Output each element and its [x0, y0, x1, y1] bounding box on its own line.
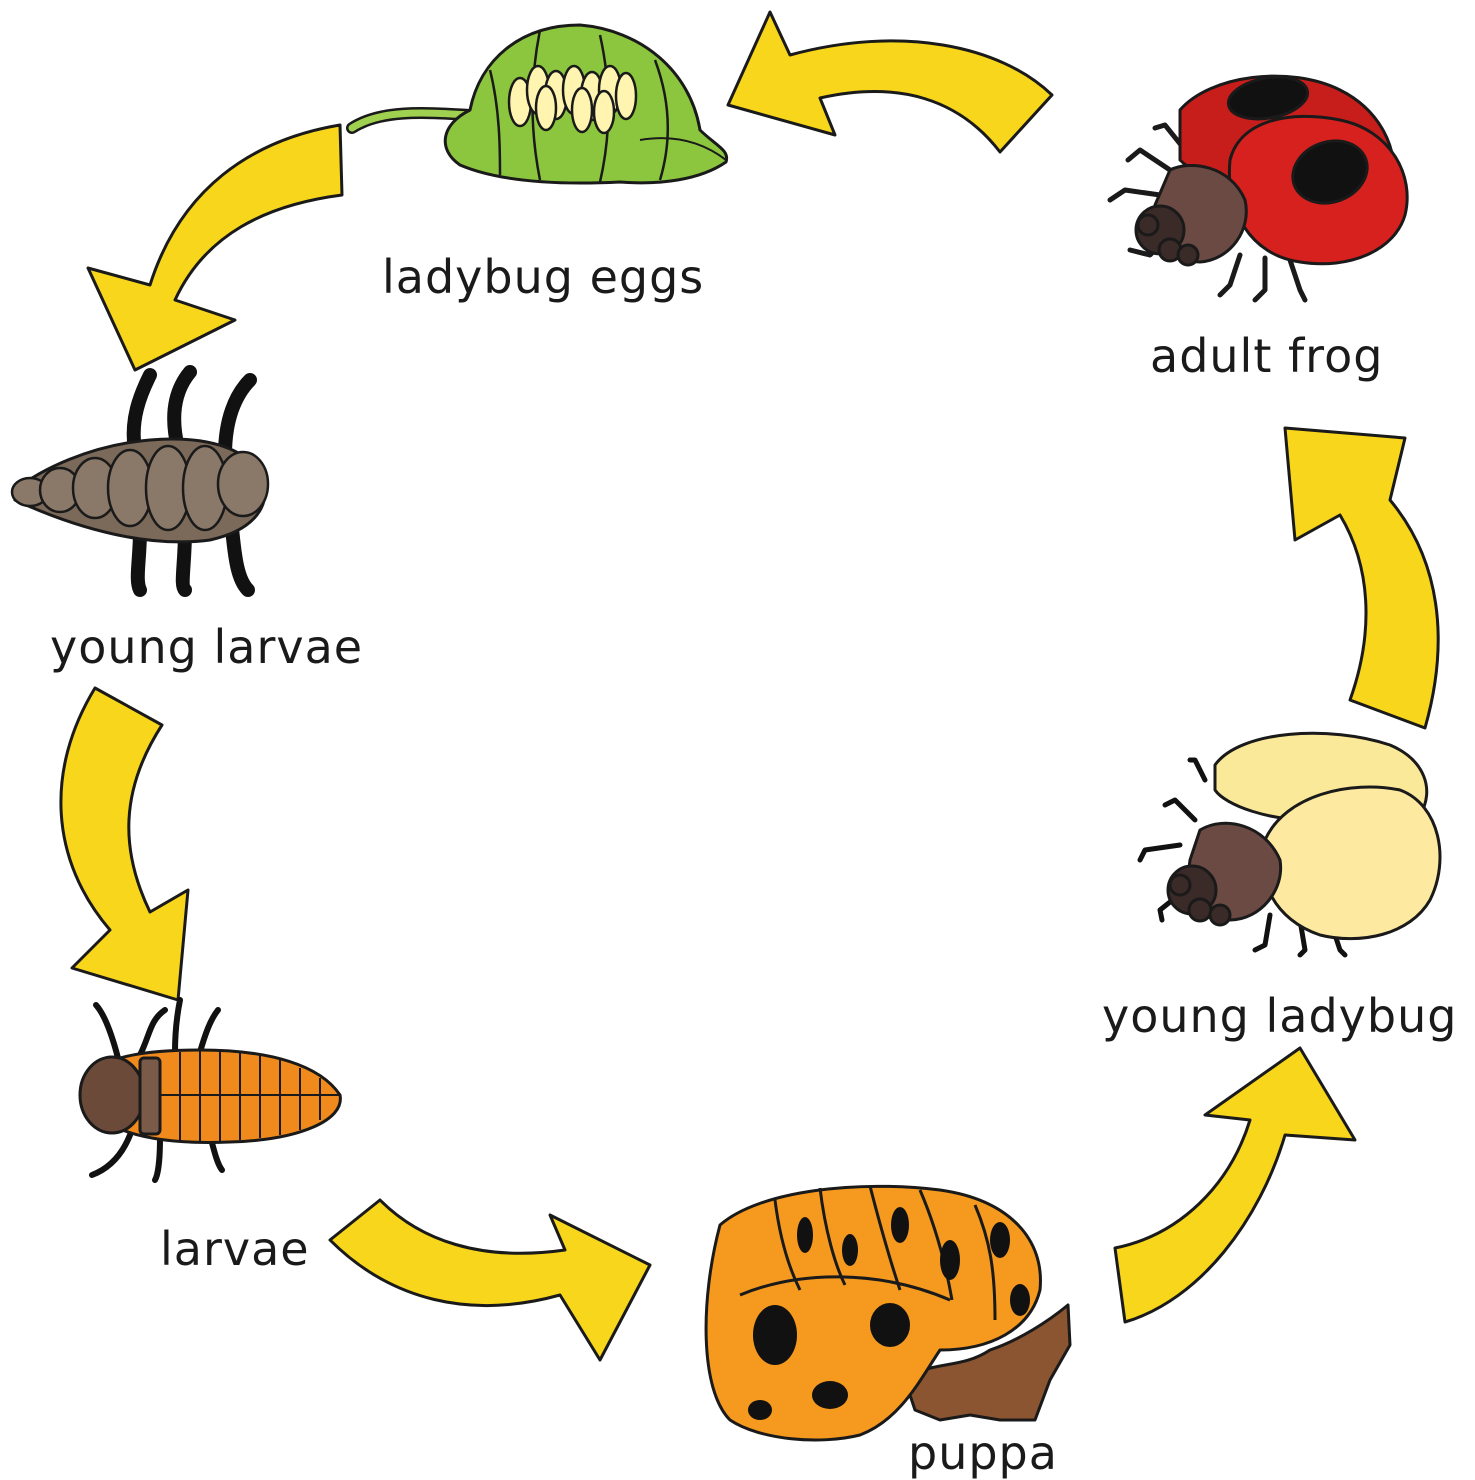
adult-ladybug-icon [1110, 71, 1407, 300]
arrow-puppa-to-young-ladybug [1115, 1048, 1355, 1322]
label-ladybug-eggs: ladybug eggs [382, 254, 704, 300]
label-larvae: larvae [160, 1226, 310, 1272]
label-adult-frog: adult frog [1150, 333, 1383, 379]
young-ladybug-icon [1140, 733, 1440, 955]
leaf-with-eggs-icon [352, 25, 727, 183]
young-larvae-icon [12, 372, 268, 590]
arrow-larvae-to-puppa [330, 1200, 650, 1360]
label-young-ladybug: young ladybug [1102, 993, 1457, 1039]
arrow-young-larvae-to-larvae [61, 688, 188, 1000]
label-puppa: puppa [908, 1430, 1058, 1476]
arrow-young-ladybug-to-adult [1285, 428, 1438, 728]
pupa-icon [706, 1186, 1070, 1440]
arrow-adult-to-eggs [728, 12, 1052, 152]
arrow-eggs-to-young-larvae [88, 125, 342, 370]
label-young-larvae: young larvae [50, 624, 363, 670]
larvae-icon [80, 1000, 340, 1180]
